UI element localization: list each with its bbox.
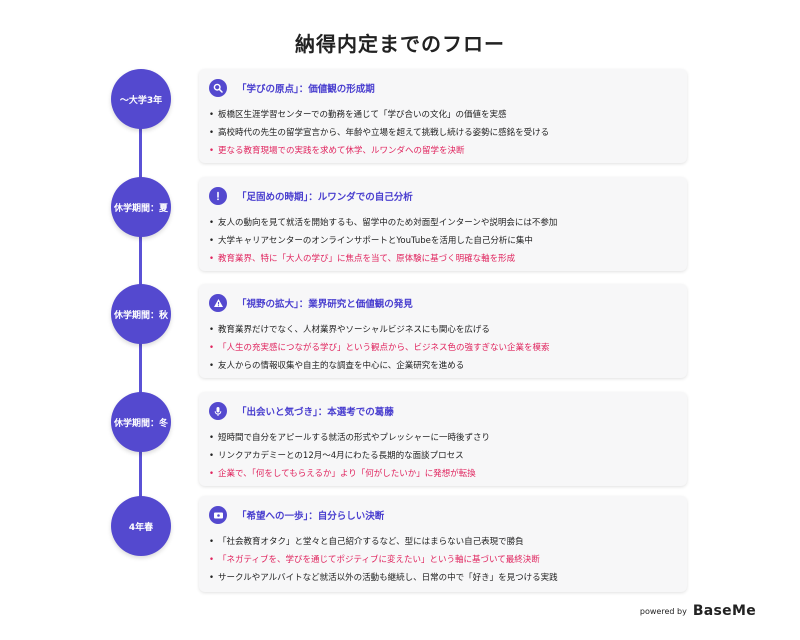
timeline-node-label: 4年春 xyxy=(128,522,154,533)
microphone-icon xyxy=(209,402,227,420)
stage-card: 「出会いと気づき」：本選考での葛藤 •短時間で自分をアピールする就活の形式やプレ… xyxy=(199,392,687,486)
stage-item-list: •短時間で自分をアピールする就活の形式やプレッシャーに一時後ずさり •リンクアカ… xyxy=(209,429,677,483)
stage-item: •短時間で自分をアピールする就活の形式やプレッシャーに一時後ずさり xyxy=(209,433,491,443)
stage-item-highlight: •教育業界、特に「大人の学び」に焦点を当て、原体験に基づく明確な軸を形成 xyxy=(209,254,516,264)
timeline-node: 休学期間：秋 xyxy=(111,284,171,344)
stage-item-list: •「社会教育オタク」と堂々と自己紹介するなど、型にはまらない自己表現で勝負 •「… xyxy=(209,533,677,587)
stage-card-header: 「視野の拡大」：業界研究と価値観の発見 xyxy=(209,293,677,313)
timeline-node-label: 〜大学3年 xyxy=(119,95,163,106)
stage-item-list: •板橋区生涯学習センターでの勤務を通じて「学び合いの文化」の価値を実感 •高校時… xyxy=(209,106,677,160)
stage-item: •友人からの情報収集や自主的な調査を中心に、企業研究を進める xyxy=(209,361,465,371)
page-title: 納得内定までのフロー xyxy=(295,32,505,56)
stage-item: •大学キャリアセンターのオンラインサポートとYouTubeを活用した自己分析に集… xyxy=(209,236,533,246)
stage-item-highlight: •企業で、「何をしてもらえるか」より「何がしたいか」に発想が転換 xyxy=(209,469,476,479)
timeline-node-label: 休学期間：夏 xyxy=(113,203,168,214)
stage-item-highlight: •「人生の充実感につながる学び」という観点から、ビジネス色の強すぎない企業を模索 xyxy=(209,343,550,353)
stage-card-header: 「希望への一歩」：自分らしい決断 xyxy=(209,505,677,525)
timeline-node: 〜大学3年 xyxy=(111,69,171,129)
stage-card-title: 「出会いと気づき」：本選考での葛藤 xyxy=(237,407,394,418)
exclamation-icon xyxy=(209,187,227,205)
timeline-node: 休学期間：冬 xyxy=(111,392,171,452)
timeline-node: 休学期間：夏 xyxy=(111,177,171,237)
timeline-node-label: 休学期間：冬 xyxy=(113,418,168,429)
timeline-node: 4年春 xyxy=(111,496,171,556)
search-icon xyxy=(209,79,227,97)
stage-item: •「社会教育オタク」と堂々と自己紹介するなど、型にはまらない自己表現で勝負 xyxy=(209,537,524,547)
stage-card: 「視野の拡大」：業界研究と価値観の発見 •教育業界だけでなく、人材業界やソーシャ… xyxy=(199,284,687,378)
stage-item: •友人の動向を見て就活を開始するも、留学中のため対面型インターンや説明会には不参… xyxy=(209,218,558,228)
stage-item: •板橋区生涯学習センターでの勤務を通じて「学び合いの文化」の価値を実感 xyxy=(209,110,507,120)
stage-item: •高校時代の先生の留学宣言から、年齢や立場を超えて挑戦し続ける姿勢に感銘を受ける xyxy=(209,128,550,138)
warning-icon xyxy=(209,294,227,312)
stage-item: •教育業界だけでなく、人材業界やソーシャルビジネスにも関心を広げる xyxy=(209,325,490,335)
stage-item: •リンクアカデミーとの12月〜4月にわたる長期的な面談プロセス xyxy=(209,451,464,461)
timeline-node-label: 休学期間：秋 xyxy=(113,310,168,321)
stage-item-list: •友人の動向を見て就活を開始するも、留学中のため対面型インターンや説明会には不参… xyxy=(209,214,677,268)
stage-card-title: 「学びの原点」：価値観の形成期 xyxy=(237,84,375,95)
ticket-icon xyxy=(209,506,227,524)
stage-card-title: 「視野の拡大」：業界研究と価値観の発見 xyxy=(237,299,413,310)
stage-card: 「希望への一歩」：自分らしい決断 •「社会教育オタク」と堂々と自己紹介するなど、… xyxy=(199,496,687,592)
footer-branding: powered by BaseMe xyxy=(640,603,756,619)
stage-card-header: 「出会いと気づき」：本選考での葛藤 xyxy=(209,401,677,421)
stage-card-title: 「足固めの時期」：ルワンダでの自己分析 xyxy=(237,192,413,203)
stage-item-highlight: •更なる教育現場での実践を求めて休学、ルワンダへの留学を決断 xyxy=(209,146,465,156)
stage-item-highlight: •「ネガティブを、学びを通じてポジティブに変えたい」という軸に基づいて最終決断 xyxy=(209,555,540,565)
stage-card-header: 「学びの原点」：価値観の形成期 xyxy=(209,78,677,98)
stage-card: 「足固めの時期」：ルワンダでの自己分析 •友人の動向を見て就活を開始するも、留学… xyxy=(199,177,687,271)
stage-card-header: 「足固めの時期」：ルワンダでの自己分析 xyxy=(209,186,677,206)
stage-item-list: •教育業界だけでなく、人材業界やソーシャルビジネスにも関心を広げる •「人生の充… xyxy=(209,321,677,375)
stage-item: •サークルやアルバイトなど就活以外の活動も継続し、日常の中で「好き」を見つける実… xyxy=(209,573,558,583)
stage-card-title: 「希望への一歩」：自分らしい決断 xyxy=(237,511,385,522)
stage-card: 「学びの原点」：価値観の形成期 •板橋区生涯学習センターでの勤務を通じて「学び合… xyxy=(199,69,687,163)
brand-logo: BaseMe xyxy=(692,603,756,619)
powered-by-label: powered by xyxy=(639,606,687,616)
